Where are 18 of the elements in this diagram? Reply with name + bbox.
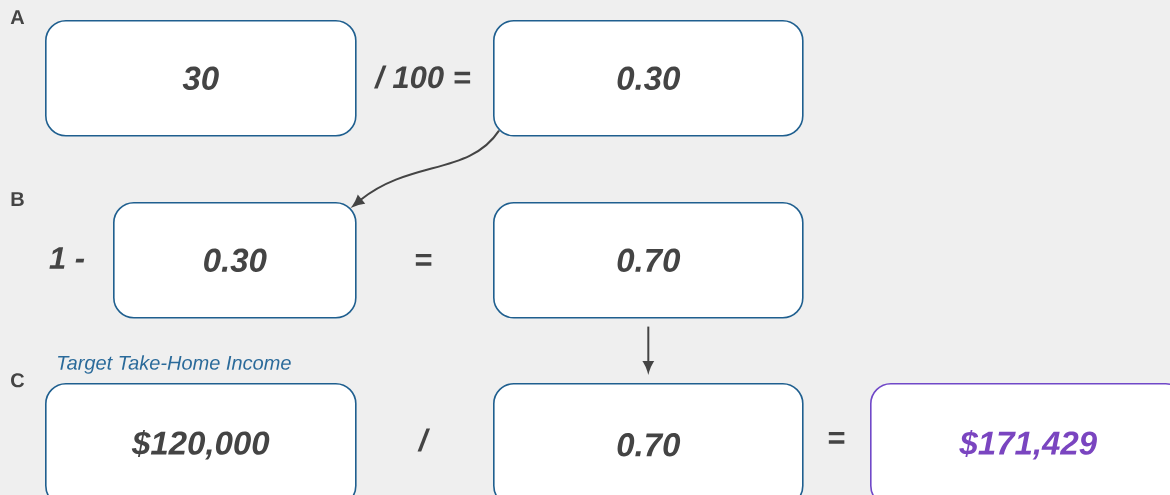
operator-text: 1 -: [49, 247, 85, 269]
operator-text: =: [828, 431, 845, 444]
value-box: 0.30: [493, 20, 804, 137]
value-box: 0.70: [493, 383, 804, 495]
value-box: $120,000: [45, 383, 357, 495]
arrow: [643, 325, 654, 373]
value-box: 30: [45, 20, 357, 137]
result-box: $171,429: [870, 383, 1170, 495]
row-letter: C: [11, 373, 25, 388]
row-letter: A: [10, 10, 25, 24]
arrow: [352, 129, 500, 207]
operator-text: /: [417, 428, 431, 452]
operator-text: =: [415, 253, 432, 266]
caption-text: Target Take-Home Income: [58, 355, 291, 374]
value-box: 0.70: [493, 202, 804, 319]
operator-text: / 100 =: [374, 65, 471, 89]
row-letter: B: [11, 192, 24, 206]
value-box: 0.30: [113, 202, 357, 319]
